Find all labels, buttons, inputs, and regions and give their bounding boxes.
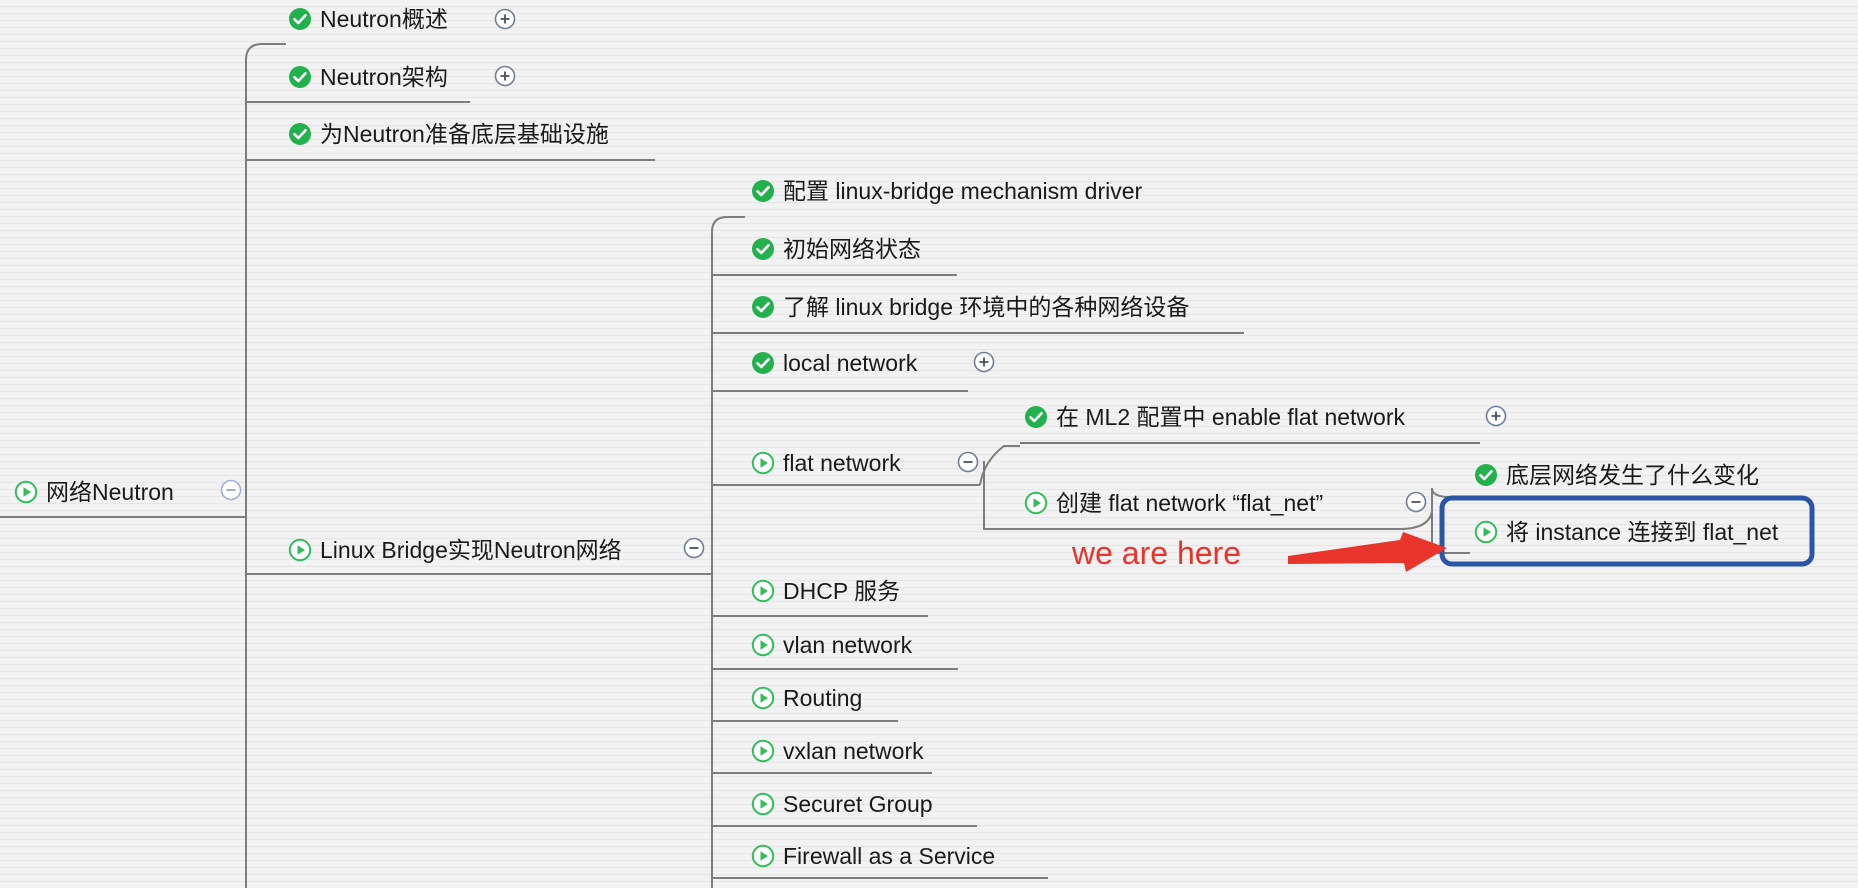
- node-label: Neutron架构: [320, 64, 448, 90]
- node-firewall-as-a-service[interactable]: Firewall as a Service: [751, 841, 995, 871]
- play-circle-icon: [751, 633, 775, 657]
- play-circle-icon: [751, 792, 775, 816]
- node-flat-network[interactable]: flat network: [751, 448, 901, 478]
- node-linux-bridge-devices[interactable]: 了解 linux bridge 环境中的各种网络设备: [751, 292, 1189, 322]
- node-label: vxlan network: [783, 738, 924, 764]
- check-circle-icon: [288, 122, 312, 146]
- play-circle-icon: [1024, 491, 1048, 515]
- node-label: 创建 flat network “flat_net”: [1056, 490, 1324, 516]
- node-create-flat-net[interactable]: 创建 flat network “flat_net”: [1024, 488, 1323, 518]
- check-circle-icon: [751, 351, 775, 375]
- node-local-network[interactable]: local network: [751, 348, 917, 378]
- node-label: 为Neutron准备底层基础设施: [320, 121, 609, 147]
- node-initial-network-state[interactable]: 初始网络状态: [751, 234, 921, 264]
- node-label: Linux Bridge实现Neutron网络: [320, 537, 622, 563]
- collapse-icon[interactable]: [1405, 491, 1427, 513]
- play-circle-icon: [751, 686, 775, 710]
- node-neutron-architecture[interactable]: Neutron架构: [288, 62, 448, 92]
- expand-icon[interactable]: [494, 65, 516, 87]
- node-underlay-changes[interactable]: 底层网络发生了什么变化: [1474, 460, 1759, 490]
- node-label: 初始网络状态: [783, 236, 921, 262]
- check-circle-icon: [1474, 463, 1498, 487]
- node-label: 网络Neutron: [46, 479, 174, 505]
- collapse-icon[interactable]: [683, 537, 705, 559]
- node-label: local network: [783, 350, 918, 376]
- node-vxlan-network[interactable]: vxlan network: [751, 736, 924, 766]
- play-circle-icon: [14, 480, 38, 504]
- node-linux-bridge[interactable]: Linux Bridge实现Neutron网络: [288, 535, 622, 565]
- check-circle-icon: [1024, 405, 1048, 429]
- node-routing[interactable]: Routing: [751, 683, 862, 713]
- node-vlan-network[interactable]: vlan network: [751, 630, 912, 660]
- node-neutron-overview[interactable]: Neutron概述: [288, 4, 448, 34]
- play-circle-icon: [751, 451, 775, 475]
- expand-icon[interactable]: [494, 8, 516, 30]
- check-circle-icon: [751, 237, 775, 261]
- node-label: Securet Group: [783, 791, 933, 817]
- node-label: 将 instance 连接到 flat_net: [1506, 519, 1779, 545]
- node-enable-flat-network[interactable]: 在 ML2 配置中 enable flat network: [1024, 402, 1405, 432]
- node-connect-instance[interactable]: 将 instance 连接到 flat_net: [1474, 517, 1778, 547]
- expand-icon[interactable]: [1485, 405, 1507, 427]
- check-circle-icon: [288, 65, 312, 89]
- check-circle-icon: [751, 295, 775, 319]
- highlight-box: [1439, 495, 1815, 567]
- node-label: Neutron概述: [320, 6, 448, 32]
- node-label: 底层网络发生了什么变化: [1506, 462, 1759, 488]
- node-label: 配置 linux-bridge mechanism driver: [783, 178, 1143, 204]
- node-label: DHCP 服务: [783, 578, 901, 604]
- check-circle-icon: [751, 179, 775, 203]
- node-dhcp-service[interactable]: DHCP 服务: [751, 576, 900, 606]
- node-label: Firewall as a Service: [783, 843, 996, 869]
- play-circle-icon: [1474, 520, 1498, 544]
- annotation-arrow: [1288, 532, 1447, 572]
- node-config-mechanism-driver[interactable]: 配置 linux-bridge mechanism driver: [751, 176, 1142, 206]
- collapse-icon[interactable]: [957, 451, 979, 473]
- play-circle-icon: [288, 538, 312, 562]
- play-circle-icon: [751, 739, 775, 763]
- play-circle-icon: [751, 579, 775, 603]
- play-circle-icon: [751, 844, 775, 868]
- node-label: flat network: [783, 450, 901, 476]
- node-label: 在 ML2 配置中 enable flat network: [1056, 404, 1405, 430]
- expand-icon[interactable]: [973, 351, 995, 373]
- node-label: Routing: [783, 685, 863, 711]
- node-security-group[interactable]: Securet Group: [751, 789, 933, 819]
- annotation-we-are-here: we are here: [1072, 535, 1241, 571]
- node-label: vlan network: [783, 632, 913, 658]
- collapse-icon[interactable]: [220, 479, 242, 501]
- node-label: 了解 linux bridge 环境中的各种网络设备: [783, 294, 1190, 320]
- node-root[interactable]: 网络Neutron: [14, 477, 174, 507]
- check-circle-icon: [288, 7, 312, 31]
- node-prepare-infrastructure[interactable]: 为Neutron准备底层基础设施: [288, 119, 609, 149]
